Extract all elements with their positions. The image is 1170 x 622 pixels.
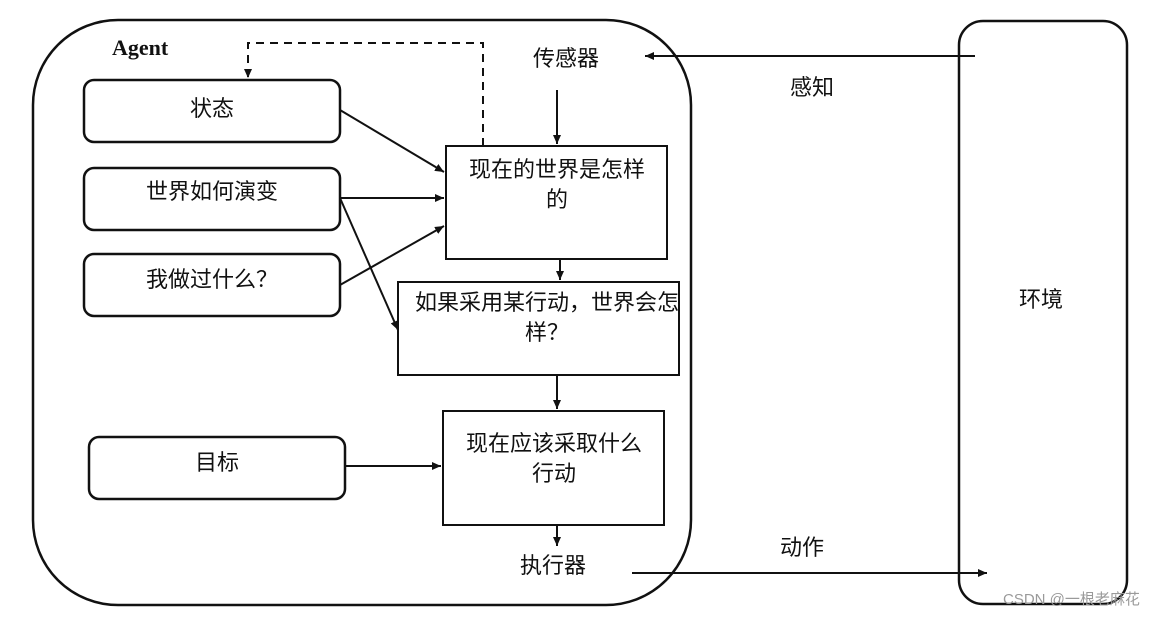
feedback-dashed-arrow — [244, 42, 484, 146]
what-to-do-label: 现在应该采取什么行动 — [465, 432, 642, 487]
action-label: 动作 — [780, 536, 825, 561]
actuator-label: 执行器 — [520, 554, 587, 579]
goal-label: 目标 — [194, 451, 239, 476]
whatidid-to-current-arrow — [339, 225, 445, 286]
goal-box — [87, 435, 347, 501]
evolution-to-ifaction-arrow — [339, 197, 399, 331]
state-label: 状态 — [189, 97, 234, 122]
current-world-box — [445, 145, 668, 260]
what-i-did-label: 我做过什么？ — [145, 268, 278, 293]
perception-label: 感知 — [790, 76, 835, 101]
what-to-do-box — [442, 410, 665, 526]
watermark: CSDN @一根老麻花 — [1003, 591, 1140, 608]
environment-container — [957, 19, 1129, 606]
current-world-label: 现在的世界是怎样的 — [468, 158, 645, 213]
environment-label: 环境 — [1019, 288, 1064, 313]
agent-container — [31, 18, 693, 607]
if-action-label: 如果采用某行动，世界会怎样？ — [414, 291, 679, 346]
agent-title: Agent — [112, 35, 169, 60]
world-evolution-label: 世界如何演变 — [145, 180, 278, 205]
sensor-label: 传感器 — [533, 47, 600, 72]
state-to-current-arrow — [339, 109, 445, 173]
